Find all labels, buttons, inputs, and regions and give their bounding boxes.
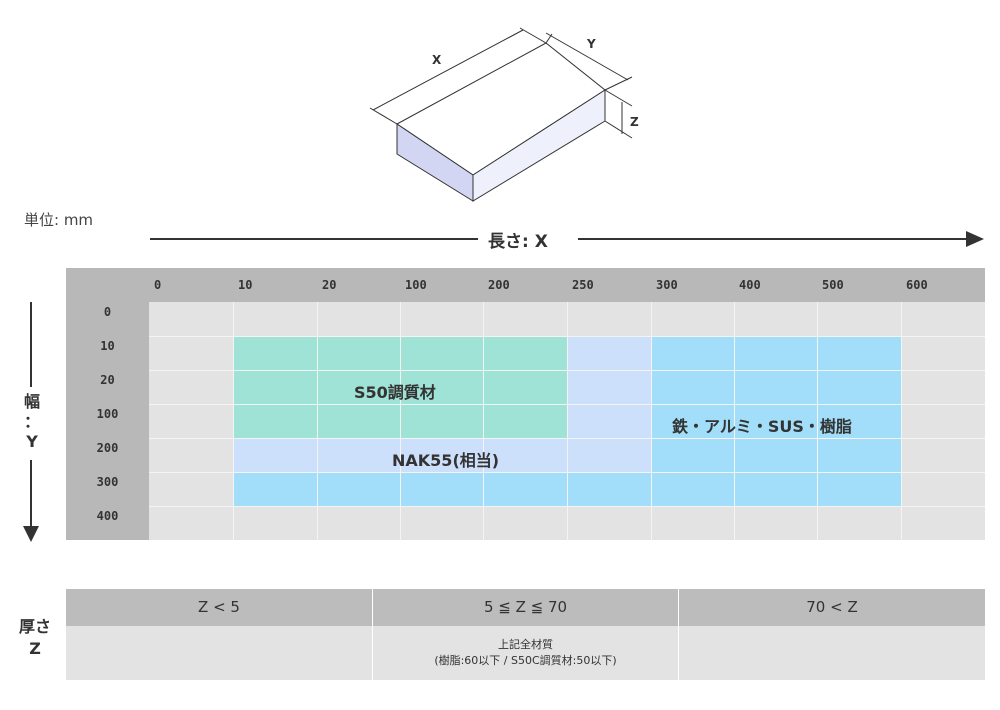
grid-line xyxy=(483,302,484,540)
row-header: 20 xyxy=(100,373,115,387)
y-axis-arrow-head xyxy=(23,526,39,542)
grid-line xyxy=(149,506,985,507)
z-axis-title-line: Z xyxy=(29,639,41,658)
row-header: 400 xyxy=(96,509,119,523)
grid-line xyxy=(233,302,234,540)
column-header: 100 xyxy=(405,278,427,292)
grid-line xyxy=(149,404,985,405)
z-axis-title: 厚さ Z xyxy=(12,616,58,660)
column-header: 200 xyxy=(488,278,510,292)
row-header-column xyxy=(66,268,149,540)
grid-line xyxy=(901,302,902,540)
thickness-separator xyxy=(372,589,373,680)
column-header: 300 xyxy=(656,278,678,292)
thickness-cell-line: 上記全材質 xyxy=(498,638,553,651)
grid-line xyxy=(817,302,818,540)
row-header: 0 xyxy=(103,305,112,319)
thickness-header: 70 < Z xyxy=(679,589,985,626)
x-axis-title: 長さ: X xyxy=(488,232,548,252)
grid-line xyxy=(400,302,401,540)
column-header-row xyxy=(66,268,985,302)
thickness-cell-line: (樹脂:60以下 / S50C調質材:50以下) xyxy=(434,654,617,667)
z-dimension-label: Z xyxy=(630,115,639,129)
region-label-steel-aluminum-sus-resin: 鉄・アルミ・SUS・樹脂 xyxy=(672,417,852,436)
unit-label: 単位: mm xyxy=(24,211,94,229)
y-axis-title-line: 幅 xyxy=(23,392,40,411)
x-dimension-line xyxy=(372,29,524,111)
x-dimension-label: X xyxy=(432,53,442,67)
thickness-cell: 上記全材質 (樹脂:60以下 / S50C調質材:50以下) xyxy=(373,626,678,680)
x-axis-arrow-head xyxy=(966,231,984,247)
row-header: 10 xyxy=(100,339,115,353)
column-header: 10 xyxy=(238,278,253,292)
grid-line xyxy=(651,302,652,540)
column-header: 500 xyxy=(822,278,844,292)
y-axis-arrow-line xyxy=(30,302,32,387)
y-dimension-label: Y xyxy=(586,37,596,51)
grid-line xyxy=(149,370,985,371)
grid-line xyxy=(567,302,568,540)
grid-line xyxy=(149,472,985,473)
x-axis-arrow-line xyxy=(150,238,478,240)
y-dimension-line xyxy=(545,32,629,81)
thickness-separator xyxy=(678,589,679,680)
grid-line xyxy=(317,302,318,540)
y-axis-title-line: ： xyxy=(23,412,40,431)
row-header: 300 xyxy=(96,475,119,489)
thickness-cell xyxy=(679,626,985,680)
thickness-cell xyxy=(66,626,372,680)
column-header: 250 xyxy=(572,278,594,292)
column-header: 0 xyxy=(154,278,162,292)
thickness-header: Z < 5 xyxy=(66,589,372,626)
column-header: 600 xyxy=(906,278,928,292)
column-header: 400 xyxy=(739,278,761,292)
thickness-header: 5 ≦ Z ≦ 70 xyxy=(373,589,678,626)
y-axis-title: 幅 ： Y xyxy=(12,392,52,452)
x-axis-arrow-line xyxy=(578,238,970,240)
y-axis-arrow-line xyxy=(30,460,32,528)
block-dimension-diagram: X Y Z xyxy=(369,27,639,202)
y-axis-title-line: Y xyxy=(26,432,38,451)
grid-line xyxy=(734,302,735,540)
region-label-s50: S50調質材 xyxy=(354,383,436,402)
z-axis-title-line: 厚さ xyxy=(18,617,51,636)
row-header: 200 xyxy=(96,441,119,455)
column-header: 20 xyxy=(322,278,337,292)
grid-line xyxy=(149,336,985,337)
grid-line xyxy=(149,438,985,439)
row-header: 100 xyxy=(96,407,119,421)
region-label-nak55: NAK55(相当) xyxy=(392,451,500,470)
